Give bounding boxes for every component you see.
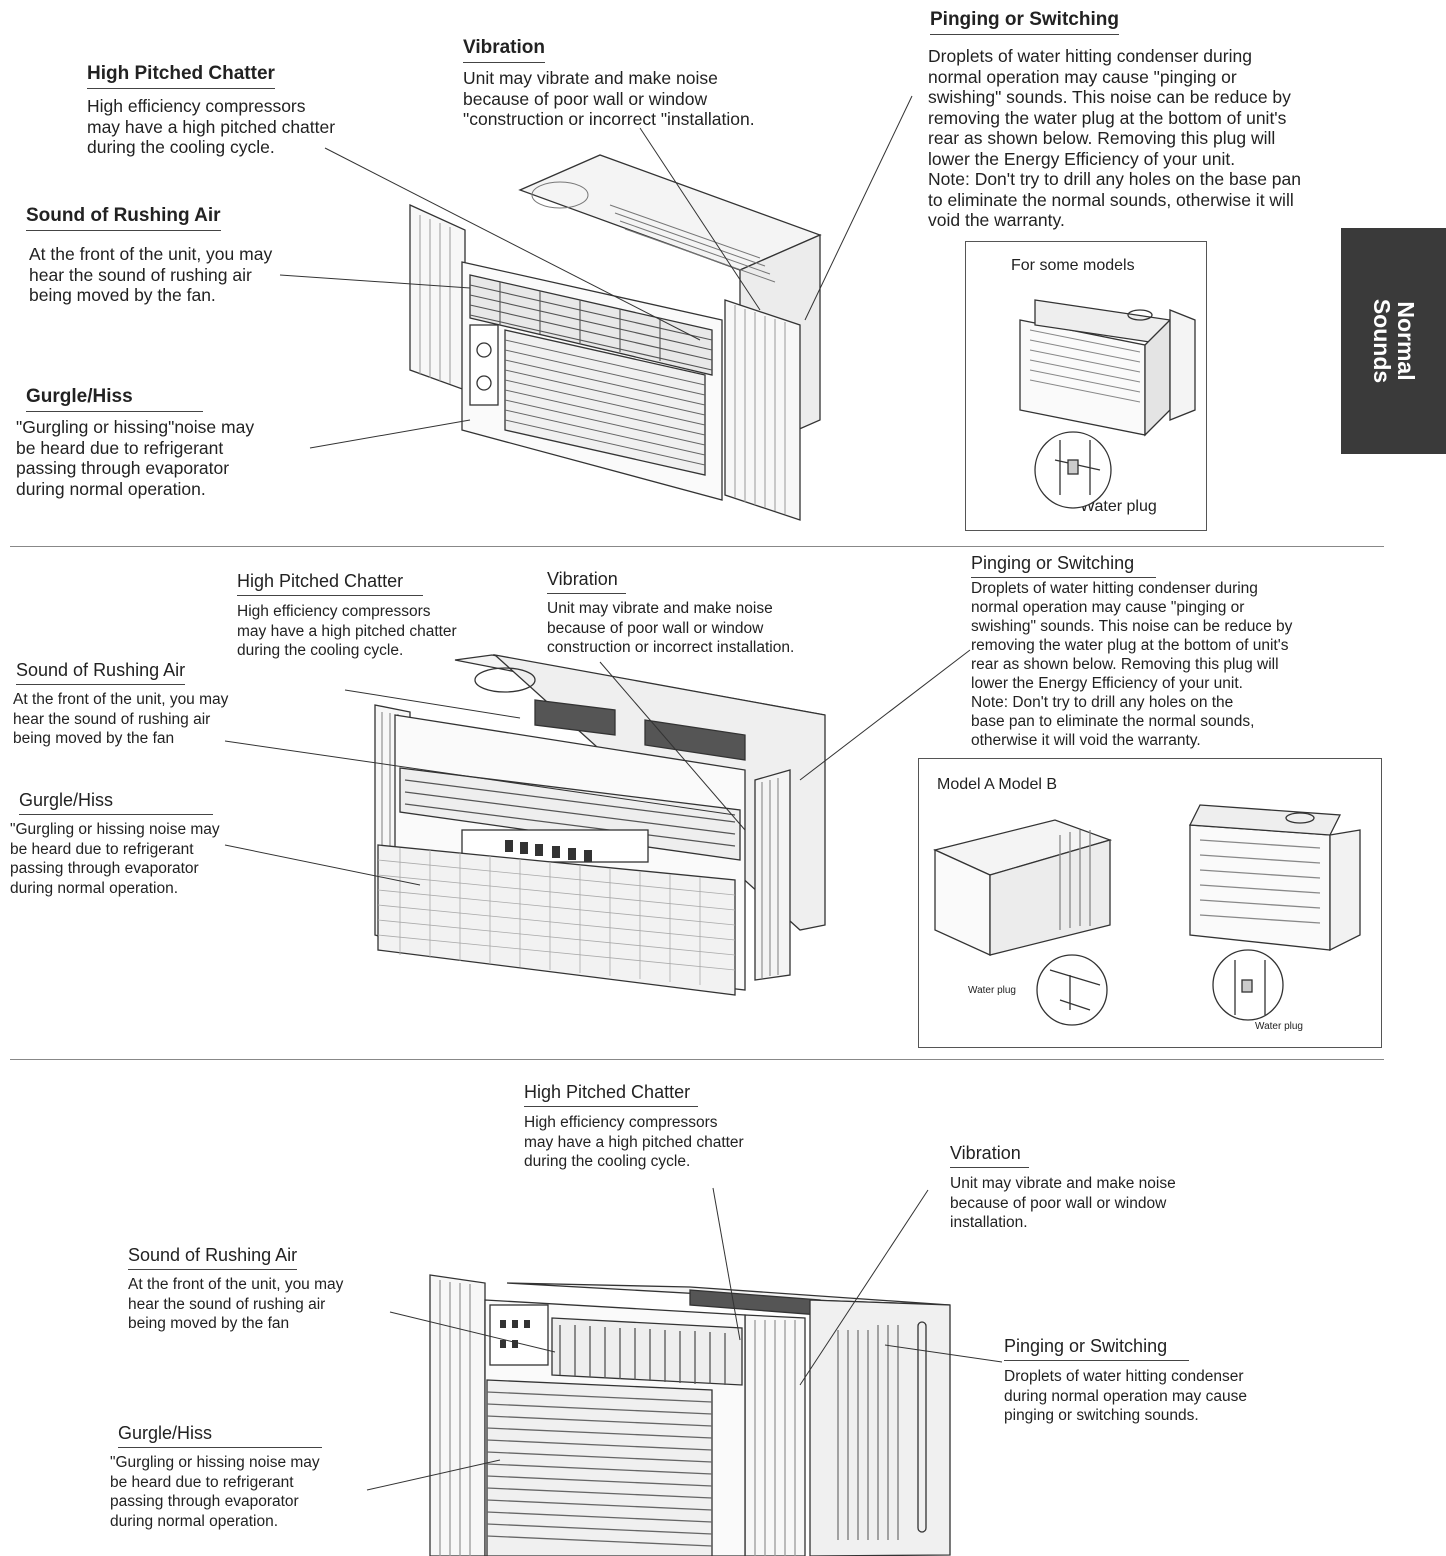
s1-vibration-heading: Vibration [463, 37, 545, 63]
s3-pinging-heading: Pinging or Switching [1004, 1336, 1190, 1361]
s1-inset-title: For some models [1011, 257, 1135, 274]
s1-inset-box: For some models Water plug [965, 241, 1207, 531]
s3-pinging-text: Droplets of water hitting condenser duri… [1004, 1368, 1247, 1424]
s2-inset-title: Model A Model B [937, 776, 1058, 793]
s1-gurgle-heading: Gurgle/Hiss [26, 386, 203, 412]
s1-rushing-heading: Sound of Rushing Air [26, 205, 221, 231]
s1-ac-unit-illustration [409, 154, 822, 521]
s1-vibration-text: Unit may vibrate and make noise because … [463, 68, 755, 129]
s2-chatter-text: High efficiency compressors may have a h… [237, 603, 457, 659]
s3-vibration-text: Unit may vibrate and make noise because … [950, 1175, 1176, 1231]
s3-chatter-heading: High Pitched Chatter [524, 1082, 699, 1107]
s3-ac-unit-illustration [429, 1274, 951, 1556]
s3-rushing-text: At the front of the unit, you may hear t… [128, 1276, 344, 1332]
s2-pinging-text: Droplets of water hitting condenser duri… [971, 580, 1293, 749]
s2-rushing-text: At the front of the unit, you may hear t… [13, 691, 229, 747]
s2-gurgle-text: "Gurgling or hissing noise may be heard … [10, 821, 220, 897]
s3-chatter-text: High efficiency compressors may have a h… [524, 1114, 744, 1170]
s1-chatter-text: High efficiency compressors may have a h… [87, 96, 336, 157]
side-tab-normal-sounds: Normal Sounds [1341, 228, 1446, 454]
section-divider-2 [10, 1059, 1384, 1060]
s2-vibration-text: Unit may vibrate and make noise because … [547, 600, 795, 656]
s3-gurgle-text: "Gurgling or hissing noise may be heard … [110, 1454, 320, 1530]
s1-gurgle-text: "Gurgling or hissing"noise may be heard … [16, 417, 255, 499]
side-tab-label: Normal Sounds [1368, 298, 1419, 384]
s3-gurgle-heading: Gurgle/Hiss [118, 1423, 323, 1448]
s2-chatter-heading: High Pitched Chatter [237, 571, 424, 596]
s2-rushing-heading: Sound of Rushing Air [16, 660, 186, 685]
s2-inset-water-plug-b: Water plug [1255, 1021, 1303, 1032]
s2-gurgle-heading: Gurgle/Hiss [19, 790, 214, 815]
s1-inset-water-plug-label: Water plug [1080, 498, 1157, 515]
s1-pinging-heading: Pinging or Switching [930, 9, 1119, 35]
s2-pinging-heading: Pinging or Switching [971, 553, 1157, 578]
s2-inset-box: Model A Model B Water plug Water plug [918, 758, 1382, 1048]
s2-vibration-heading: Vibration [547, 569, 626, 594]
s1-rushing-text: At the front of the unit, you may hear t… [29, 244, 273, 305]
s1-pinging-text: Droplets of water hitting condenser duri… [928, 46, 1302, 230]
s2-inset-water-plug-a: Water plug [968, 985, 1016, 996]
s3-vibration-heading: Vibration [950, 1143, 1029, 1168]
s1-chatter-heading: High Pitched Chatter [87, 63, 275, 89]
section-divider-1 [10, 546, 1384, 547]
s3-rushing-heading: Sound of Rushing Air [128, 1245, 298, 1270]
s2-ac-unit-illustration [374, 653, 826, 996]
